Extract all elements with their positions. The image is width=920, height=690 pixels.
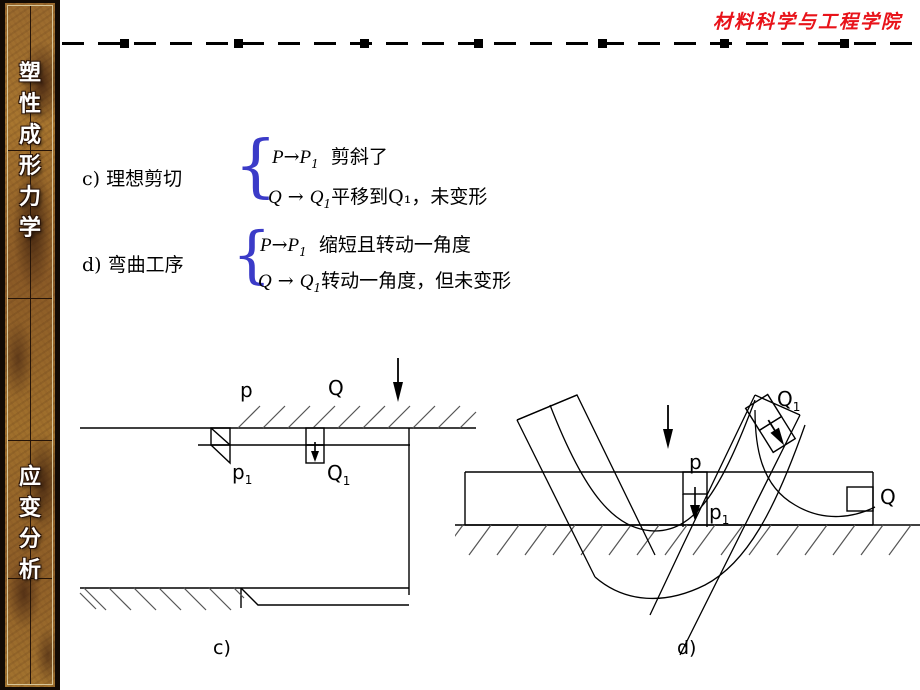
fig-c-bottom-step xyxy=(240,587,409,606)
eq-c1-rhs-sub: 1 xyxy=(311,156,319,171)
sidebar-title-char: 分 xyxy=(18,527,41,552)
eq-c2-rhs-sub: 1 xyxy=(323,196,332,211)
eq-d2-rhs-sub: 1 xyxy=(313,280,322,295)
sidebar-title-char: 应 xyxy=(18,465,41,490)
sidebar-title-char: 力 xyxy=(18,185,41,210)
eq-c1-lhs: P xyxy=(272,147,284,168)
eq-d2-note: 转动一角度，但未变形 xyxy=(321,270,512,292)
eq-d1-note: 缩短且转动一角度 xyxy=(318,234,471,256)
fig-d-label-Q1-base: Q xyxy=(777,387,793,411)
sidebar-tile-line xyxy=(8,440,52,441)
fig-d-label-Q: Q xyxy=(880,485,896,509)
fig-c-marker-p xyxy=(210,427,231,465)
sidebar-title-char: 性 xyxy=(18,92,41,117)
sidebar-title-top: 塑性成形力学 xyxy=(0,58,60,244)
fig-c-label-Q: Q xyxy=(328,376,344,400)
equation-c-line1: P→P1 剪斜了 xyxy=(272,142,388,171)
fig-c-label-Q1-base: Q xyxy=(327,461,343,485)
fig-c-label-p1-sub: 1 xyxy=(244,473,253,487)
equation-d-line1: P→P1 缩短且转动一角度 xyxy=(260,230,471,259)
fig-d-ground-hatch xyxy=(455,524,912,556)
eq-c1-rhs: P xyxy=(299,147,312,168)
sidebar-tile-line xyxy=(8,298,52,299)
sidebar-title-char: 学 xyxy=(18,216,41,241)
item-marker-c: c) 理想剪切 xyxy=(82,168,183,190)
eq-d2-rhs: Q xyxy=(299,271,314,292)
sidebar-title-bottom: 应变分析 xyxy=(0,462,60,586)
fig-c-load-arrow xyxy=(393,358,403,402)
fig-d-label-p: p xyxy=(689,450,702,474)
sidebar: 塑性成形力学 应变分析 xyxy=(0,0,60,690)
fig-d-marker-Q1 xyxy=(744,393,797,454)
eq-d1-lhs: P xyxy=(260,235,272,256)
fig-d-label-p1-sub: 1 xyxy=(721,513,730,527)
fig-d-bend-curve xyxy=(549,399,876,600)
figure-ideal-shear xyxy=(79,358,477,611)
fig-c-marker-Q xyxy=(305,427,325,464)
fig-d-label-p1-base: p xyxy=(709,500,722,524)
fig-d-caption: d) xyxy=(677,637,697,659)
fig-d-label-Q1: Q1 xyxy=(777,387,800,414)
eq-c2-lhs: Q xyxy=(268,187,282,208)
fig-c-label-p: p xyxy=(240,378,253,402)
eq-c1-arrow: → xyxy=(283,146,300,168)
header-divider-markers xyxy=(120,39,849,48)
sidebar-title-char: 成 xyxy=(18,123,41,148)
fig-d-marker-Q xyxy=(846,486,874,512)
sidebar-title-char: 析 xyxy=(18,558,41,583)
fig-c-label-p1-base: p xyxy=(232,460,245,484)
brace-c: { xyxy=(234,127,278,206)
fig-d-load-arrow xyxy=(663,405,673,449)
eq-d1-rhs: P xyxy=(287,235,300,256)
fig-d-bent-outline xyxy=(516,394,801,656)
fig-d-marker-p xyxy=(682,471,708,527)
fig-c-label-p1: p1 xyxy=(232,460,252,487)
brace-d: { xyxy=(232,218,272,291)
page-title: 材料科学与工程学院 xyxy=(712,11,902,33)
eq-d1-rhs-sub: 1 xyxy=(299,244,307,259)
eq-c2-rhs: Q xyxy=(309,187,324,208)
sidebar-title-char: 变 xyxy=(18,496,41,521)
equation-d-line2: Q → Q1转动一角度，但未变形 xyxy=(258,266,511,295)
fig-d-label-Q1-sub: 1 xyxy=(792,400,801,414)
eq-c1-note: 剪斜了 xyxy=(330,146,388,168)
sidebar-title-char: 形 xyxy=(18,154,41,179)
equation-c-line2: Q → Q1平移到Q₁，未变形 xyxy=(268,182,487,211)
item-marker-d: d) 弯曲工序 xyxy=(82,254,184,276)
eq-c2-note: 平移到Q₁，未变形 xyxy=(331,186,488,208)
eq-c2-arrow: → xyxy=(287,186,304,208)
fig-c-label-Q1-sub: 1 xyxy=(342,474,351,488)
fig-c-caption: c) xyxy=(213,637,231,659)
eq-d1-arrow: → xyxy=(271,234,288,256)
eq-d2-lhs: Q xyxy=(258,271,272,292)
eq-d2-arrow: → xyxy=(277,270,294,292)
fig-c-bottom-hatch xyxy=(79,587,245,611)
fig-d-label-p1: p1 xyxy=(709,500,729,527)
fig-c-top-hatch xyxy=(237,405,477,429)
sidebar-title-char: 塑 xyxy=(18,61,41,86)
figure-bending xyxy=(455,393,920,656)
fig-c-label-Q1: Q1 xyxy=(327,461,350,488)
